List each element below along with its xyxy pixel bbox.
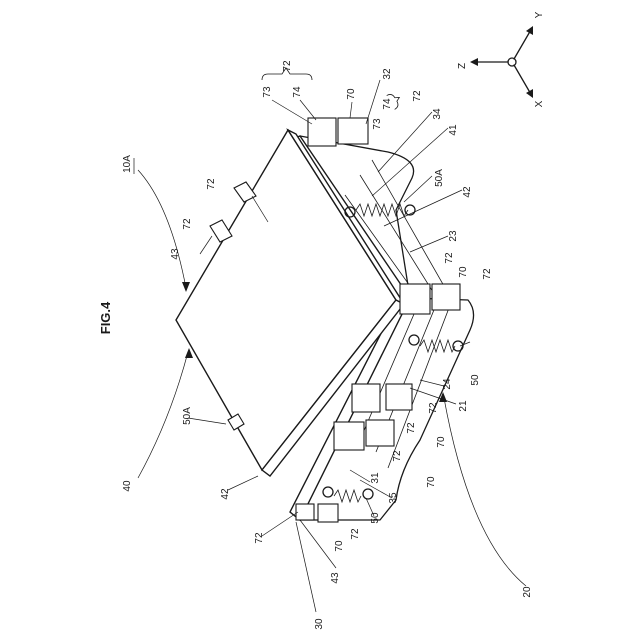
ref-73-a: 73 [262, 86, 273, 98]
ref-34: 34 [432, 108, 443, 120]
leader-43-top [200, 236, 212, 254]
block-72-low [352, 384, 380, 412]
ref-72-top: 72 [282, 60, 293, 72]
ref-40: 40 [122, 480, 133, 492]
ref-70-top: 70 [346, 88, 357, 100]
ref-72-mid-a: 72 [444, 252, 455, 264]
ref-50-bottom: 50 [370, 512, 381, 524]
ref-70-low-a: 70 [436, 436, 447, 448]
axis-origin [508, 58, 516, 66]
ref-50-mid: 50 [470, 374, 481, 386]
leader-20 [444, 398, 526, 586]
spring-50-mid [409, 335, 463, 352]
ref-41: 41 [448, 124, 459, 136]
block-72-low-b [386, 384, 412, 410]
leader-43-bottom [300, 520, 336, 568]
ref-72-bottom: 72 [350, 528, 361, 540]
ref-20: 20 [522, 586, 533, 598]
ref-72-low-a: 72 [428, 402, 439, 414]
spring-50-bottom [323, 487, 373, 502]
leader-10a [138, 170, 186, 288]
spring-hook [409, 335, 419, 345]
axis-indicator: Z Y X [457, 11, 545, 107]
arrow-10a [182, 282, 190, 292]
leader-72-base [262, 512, 298, 536]
leader-74 [300, 100, 316, 120]
leader-23 [410, 236, 448, 252]
leader-50a-top [404, 176, 432, 202]
z-arrowhead [470, 58, 478, 66]
ref-43-bottom: 43 [330, 572, 341, 584]
ref-72-a: 72 [206, 178, 217, 190]
block-72-mid [400, 284, 430, 314]
ref-21: 21 [458, 400, 469, 412]
spring-hook [453, 341, 463, 351]
block-72-bottom [334, 422, 364, 450]
z-axis-label: Z [457, 63, 468, 69]
ref-10a: 10A [122, 155, 133, 173]
ref-73-b: 73 [372, 118, 383, 130]
leader-70-top [350, 102, 352, 118]
block-70-base [296, 504, 314, 520]
ref-70-low-b: 70 [426, 476, 437, 488]
ref-72-base: 72 [254, 532, 265, 544]
spring-hook [363, 489, 373, 499]
leader-34 [378, 112, 432, 172]
leader-42-left [228, 476, 258, 490]
ref-42-right: 42 [462, 186, 473, 198]
ref-42-left: 42 [220, 488, 231, 500]
ref-24: 24 [442, 378, 453, 390]
x-axis-label: X [534, 100, 545, 107]
leader-50a-left [188, 418, 226, 424]
ref-72-low-b: 72 [406, 422, 417, 434]
ref-32: 32 [382, 68, 393, 80]
block-70-mid [432, 284, 460, 310]
figure-title: FIG.4 [98, 301, 113, 334]
ref-50a-left: 50A [182, 407, 193, 425]
spring-50a-top [345, 204, 415, 217]
leader-40 [138, 352, 188, 478]
ref-43-top: 43 [170, 248, 181, 260]
ref-23: 23 [448, 230, 459, 242]
block-70-top [338, 118, 368, 144]
y-axis-label: Y [534, 11, 545, 18]
spring-coil [420, 340, 455, 352]
leader-30 [296, 522, 316, 612]
ref-70-mid: 70 [458, 266, 469, 278]
block-70-bottom [366, 420, 394, 446]
ref-74-a: 74 [292, 86, 303, 98]
ref-72-b: 72 [182, 218, 193, 230]
arrow-40 [185, 348, 193, 358]
ref-74-b: 74 [382, 98, 393, 110]
ref-72-mid-b: 72 [482, 268, 493, 280]
x-arrowhead [526, 89, 533, 98]
ref-70-bottom: 70 [334, 540, 345, 552]
leader-42-right [384, 190, 462, 226]
leader-32 [366, 80, 380, 124]
block-72-base [318, 504, 338, 522]
block-73-74 [308, 118, 336, 146]
spring-coil [334, 490, 361, 502]
y-arrowhead [526, 26, 533, 35]
ref-30: 30 [314, 618, 325, 630]
leader-24 [420, 380, 444, 386]
ref-50a-top: 50A [434, 169, 445, 187]
ref-72-low-c: 72 [392, 450, 403, 462]
leader-73 [272, 100, 312, 124]
ref-72-right: 72 [412, 90, 423, 102]
spring-hook [405, 205, 415, 215]
ref-31: 31 [370, 472, 381, 484]
spring-hook [323, 487, 333, 497]
ref-35: 35 [388, 492, 399, 504]
